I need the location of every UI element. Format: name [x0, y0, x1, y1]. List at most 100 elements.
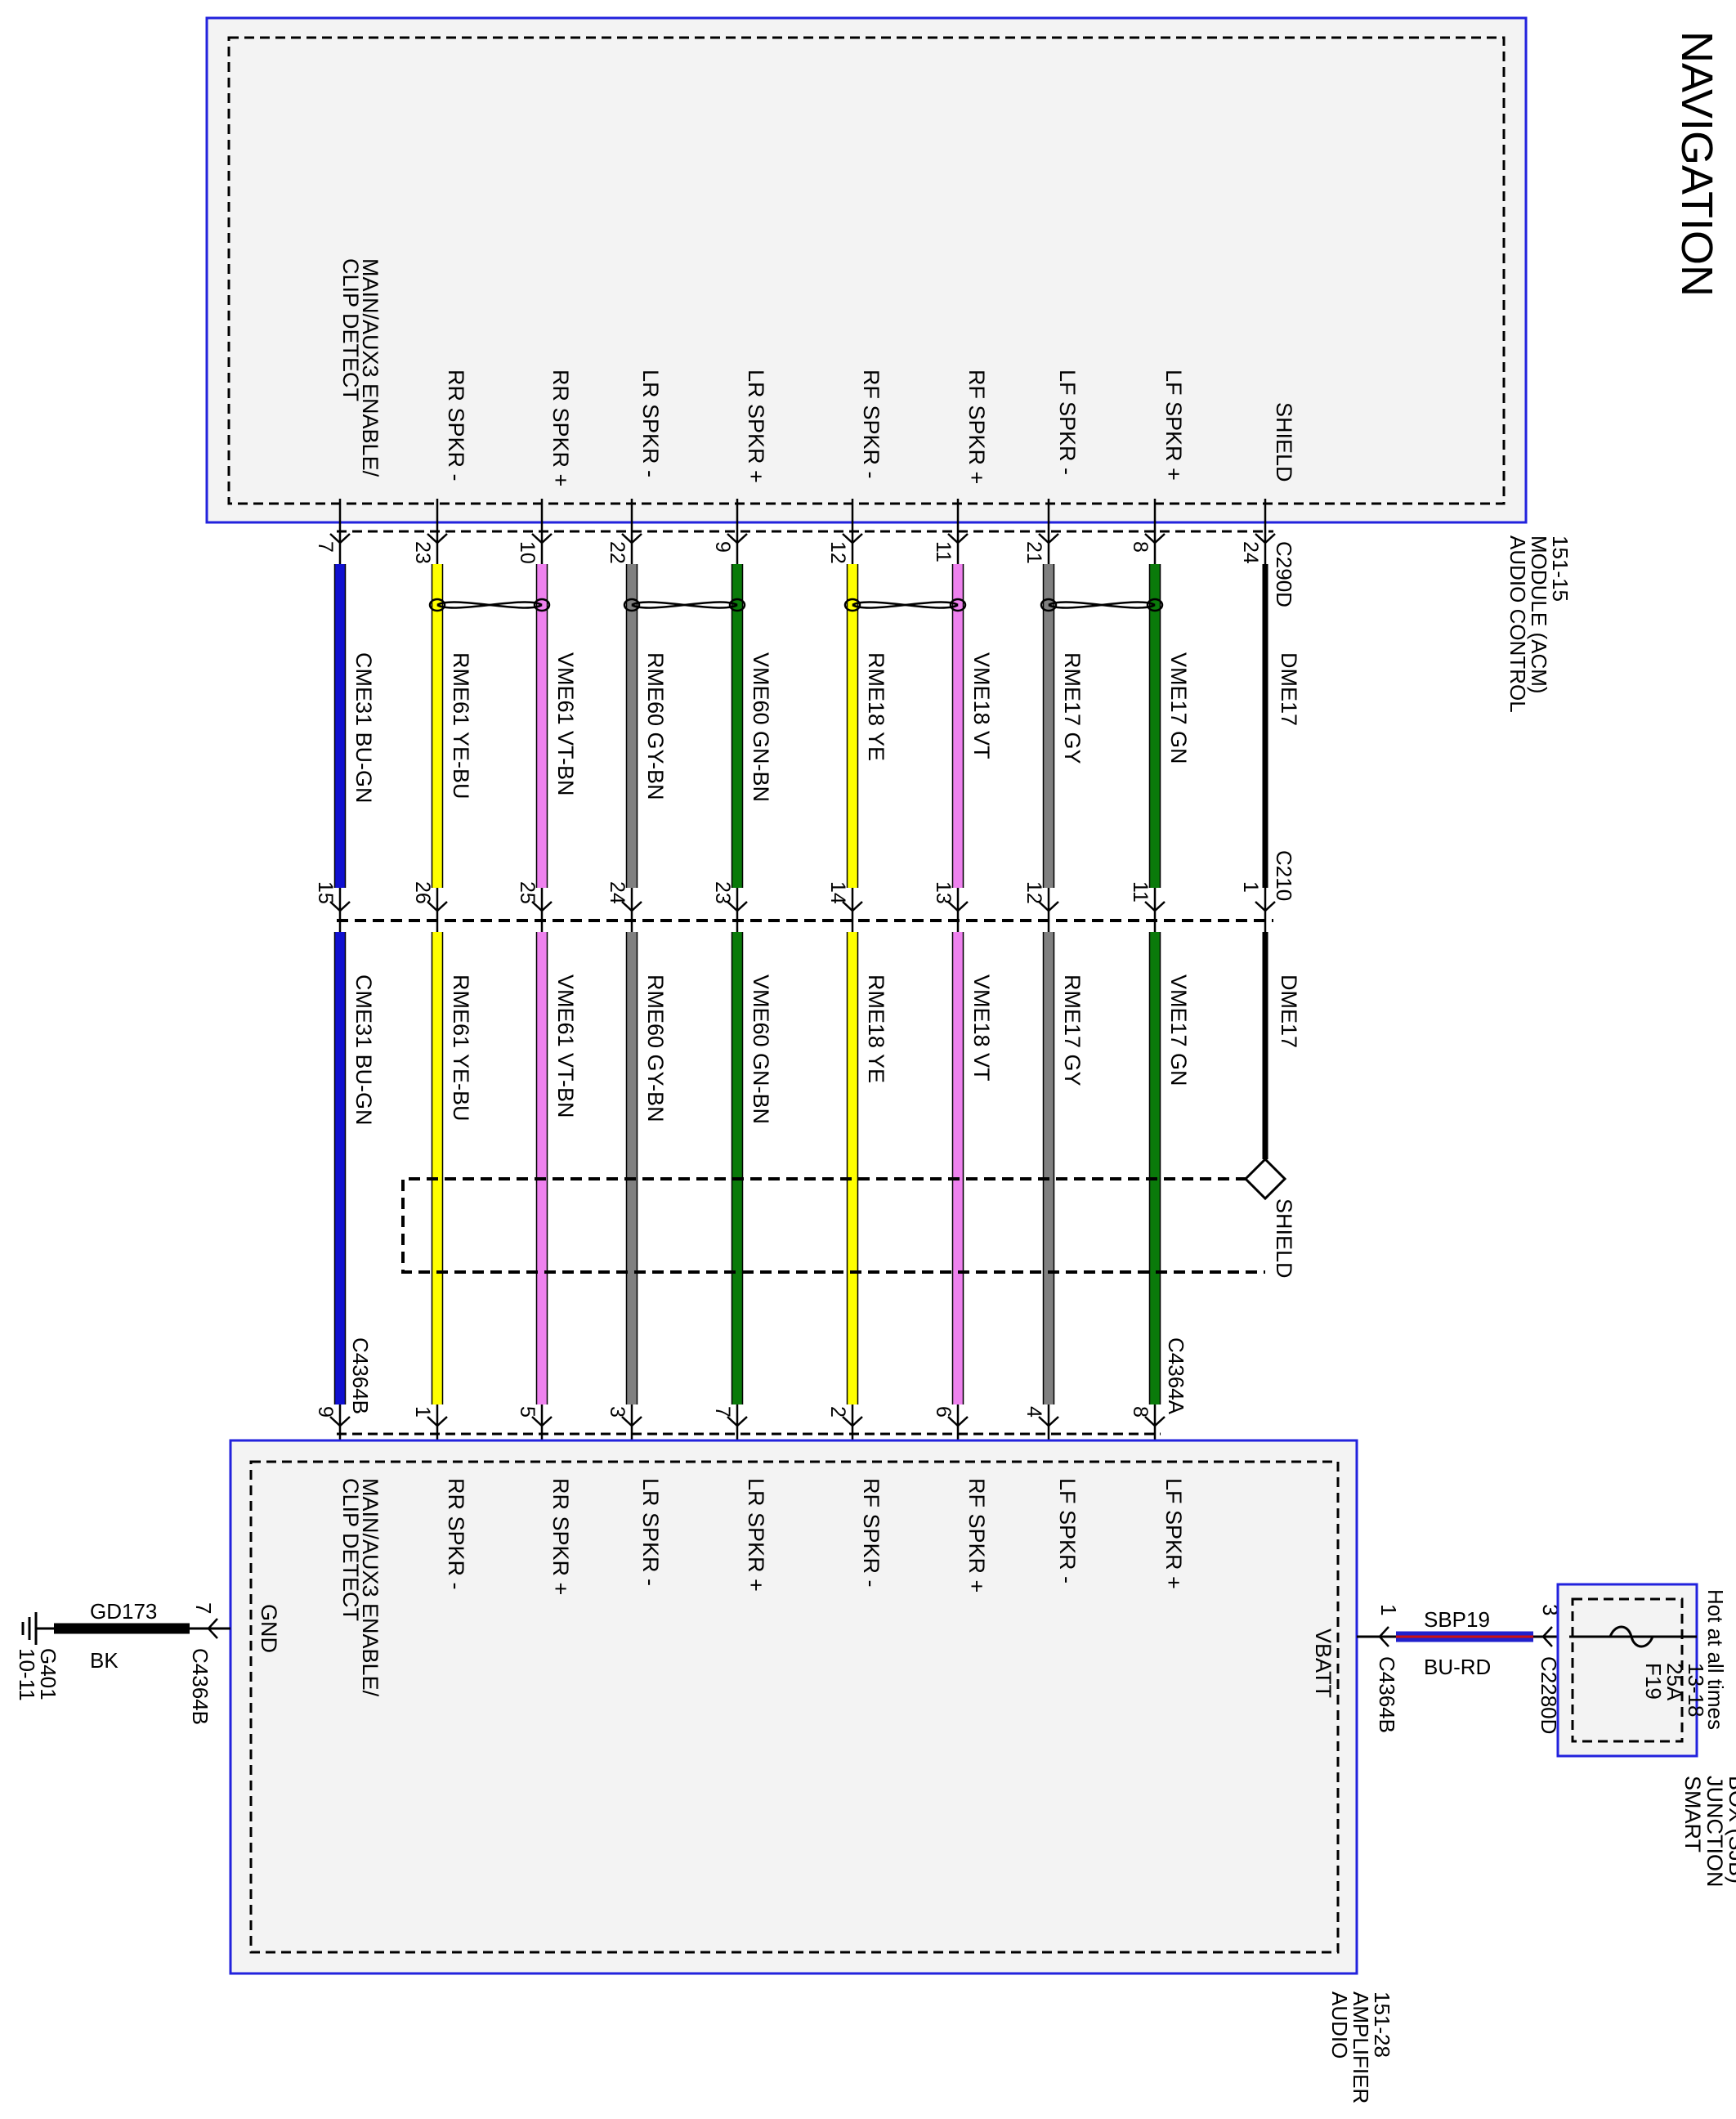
- amp-pin-label: LF SPKR -: [1055, 1478, 1080, 1584]
- acm-pin-label: RF SPKR -: [859, 370, 884, 479]
- twisted-pair-icon: [623, 598, 746, 612]
- shield-diamond-icon: [1243, 1157, 1287, 1201]
- svg-text:MODULE (ACM): MODULE (ACM): [1527, 535, 1551, 694]
- connector-c4364b-top: C4364B: [348, 1337, 373, 1414]
- acm-module-inner: [227, 36, 1506, 505]
- hot-at-all-times: Hot at all times: [1703, 1589, 1728, 1730]
- ground-id: G401: [36, 1648, 60, 1700]
- acm-top-pin-number: 21: [1022, 541, 1045, 564]
- acm-pin-label: CLIP DETECT: [338, 258, 363, 401]
- svg-text:AMPLIFIER: AMPLIFIER: [1349, 1991, 1373, 2103]
- acm-top-pin-number: 11: [932, 541, 955, 562]
- svg-text:F19: F19: [1641, 1663, 1666, 1700]
- c210-pin-number: 25: [516, 881, 539, 904]
- wire-label-lower: VME18 VT: [969, 974, 994, 1082]
- amp-pin-label: LF SPKR +: [1161, 1478, 1186, 1589]
- amp-pin-number: 9: [314, 1406, 337, 1418]
- connector-c210: C210: [1272, 850, 1296, 901]
- amp-pin-number: 6: [932, 1406, 955, 1418]
- acm-module-name: AUDIO CONTROL MODULE (ACM) 151-15: [1506, 535, 1573, 713]
- wire-label-lower: VME17 GN: [1166, 974, 1191, 1086]
- wire-label-lower: RME17 GY: [1060, 974, 1085, 1086]
- amplifier-box: [229, 1439, 1358, 1975]
- fuse-icon: [1608, 1625, 1654, 1648]
- amp-pin-label: RR SPKR +: [548, 1478, 573, 1595]
- c210-pin-number: 13: [932, 881, 955, 904]
- amp-pin-number: 3: [606, 1406, 629, 1418]
- c210-pin-number: 14: [826, 881, 849, 904]
- twisted-pair-icon: [428, 598, 551, 612]
- wire-label-upper: RME60 GY-BN: [643, 652, 668, 800]
- amp-pin-number: 4: [1022, 1406, 1045, 1418]
- c210-pin-number: 11: [1129, 881, 1152, 903]
- wire-label-upper: VME61 VT-BN: [553, 652, 578, 796]
- amp-pin-label: RR SPKR -: [444, 1478, 468, 1590]
- acm-pin-label: LF SPKR -: [1055, 370, 1080, 475]
- connector-c290d: C290D: [1272, 541, 1296, 607]
- c210-pin-number: 24: [606, 881, 629, 904]
- amplifier-pin-labels: LF SPKR +LF SPKR -RF SPKR +RF SPKR -LR S…: [338, 1478, 1186, 1697]
- gnd-pin: 7: [191, 1602, 216, 1614]
- c210-pin-number: 23: [711, 881, 734, 904]
- c210-pin-number: 12: [1022, 881, 1045, 904]
- amplifier-name: AUDIO AMPLIFIER 151-28: [1327, 1991, 1394, 2103]
- svg-text:BOX (SJB): BOX (SJB): [1725, 1776, 1736, 1884]
- wire-label-upper: RME18 YE: [864, 652, 888, 761]
- svg-text:151-28: 151-28: [1370, 1991, 1394, 2058]
- amp-pin-label: LR SPKR +: [744, 1478, 768, 1592]
- sjb-inner: [1571, 1597, 1684, 1743]
- acm-top-pin-number: 8: [1129, 541, 1152, 553]
- wire-label-upper: VME60 GN-BN: [749, 652, 773, 802]
- amp-pin-number: 8: [1129, 1406, 1152, 1418]
- wire-label-lower: DME17: [1277, 974, 1301, 1048]
- fuse-label: F19 25A 13-18: [1641, 1663, 1708, 1718]
- gnd-circuit: GD173: [90, 1599, 157, 1624]
- acm-top-pin-number: 23: [411, 541, 434, 564]
- shield-label: SHIELD: [1272, 1198, 1296, 1279]
- ground-ref: 10-11: [15, 1648, 39, 1701]
- amp-pin-label: CLIP DETECT: [338, 1478, 363, 1621]
- acm-top-pin-number: 22: [606, 541, 629, 564]
- wire-label-lower: RME60 GY-BN: [643, 974, 668, 1122]
- shield-dashed-box: [401, 1177, 1265, 1274]
- sjb-name: SMART JUNCTION BOX (SJB) 11-3: [1680, 1776, 1736, 1888]
- wire-label-lower: VME61 VT-BN: [553, 974, 578, 1118]
- power-amp-pin: 1: [1376, 1604, 1401, 1615]
- acm-top-pin-number: 24: [1239, 541, 1262, 564]
- gnd-connector: C4364B: [188, 1648, 213, 1725]
- page-title: NAVIGATION: [1672, 31, 1721, 297]
- gnd-color-code: BK: [90, 1648, 119, 1673]
- acm-top-pin-number: 12: [826, 541, 849, 564]
- amp-pin-number: 2: [826, 1406, 849, 1418]
- acm-pin-label: LR SPKR -: [638, 370, 663, 477]
- connector-c4364a: C4364A: [1164, 1337, 1188, 1415]
- twisted-pair-icon: [1040, 598, 1164, 612]
- wire-label-lower: CME31 BU-GN: [351, 974, 376, 1126]
- wire-label-lower: RME61 YE-BU: [449, 974, 473, 1122]
- svg-text:SMART: SMART: [1680, 1776, 1705, 1852]
- acm-top-pin-number: 7: [314, 541, 337, 553]
- svg-text:AUDIO CONTROL: AUDIO CONTROL: [1506, 535, 1530, 713]
- svg-text:AUDIO: AUDIO: [1327, 1991, 1352, 2059]
- twisted-pair-icon: [843, 598, 967, 612]
- acm-pin-label: MAIN/AUX3 ENABLE/: [358, 258, 383, 477]
- acm-pin-label: LR SPKR +: [744, 370, 768, 483]
- acm-module-box: [205, 16, 1528, 524]
- acm-pin-label: SHIELD: [1272, 402, 1296, 482]
- svg-text:25A: 25A: [1662, 1663, 1687, 1701]
- svg-text:JUNCTION: JUNCTION: [1702, 1776, 1727, 1888]
- power-color-code: BU-RD: [1424, 1655, 1491, 1679]
- amplifier-inner: [249, 1460, 1340, 1954]
- c210-pin-number: 26: [411, 881, 434, 904]
- c210-pin-number: 1: [1239, 881, 1262, 893]
- amp-pin-number: 7: [711, 1406, 734, 1418]
- acm-pin-label: RR SPKR +: [548, 370, 573, 486]
- svg-text:13-18: 13-18: [1684, 1663, 1708, 1718]
- power-amp-connector: C4364B: [1375, 1656, 1399, 1733]
- acm-top-pin-number: 9: [711, 541, 734, 553]
- acm-pin-label: RF SPKR +: [964, 370, 989, 484]
- amp-pin-label: RF SPKR +: [964, 1478, 989, 1593]
